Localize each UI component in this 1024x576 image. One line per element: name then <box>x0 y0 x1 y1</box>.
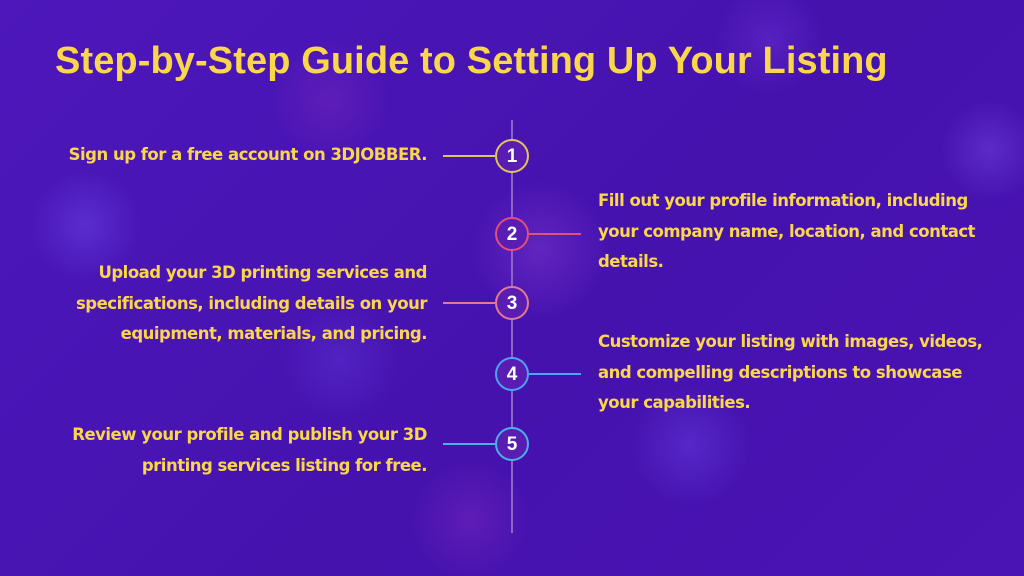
step-4-connector <box>529 373 581 375</box>
step-1-connector <box>443 155 495 157</box>
step-1-line-1: Sign up for a free account on 3DJOBBER. <box>68 145 428 164</box>
step-2-connector <box>529 233 581 235</box>
step-4-marker: 4 <box>495 357 529 391</box>
step-3-connector <box>443 302 495 304</box>
step-1-number: 1 <box>506 145 518 167</box>
step-1-marker: 1 <box>495 139 529 173</box>
step-1-text: Sign up for a free account on 3DJOBBER. <box>68 140 428 171</box>
step-5-number: 5 <box>506 433 518 455</box>
step-5-line-1: Review your profile and publish your 3D <box>72 425 427 444</box>
step-2-number: 2 <box>506 223 518 245</box>
step-4-line-1: Customize your listing with images, vide… <box>598 332 983 351</box>
step-3-line-1: Upload your 3D printing services and <box>98 263 427 282</box>
step-2-marker: 2 <box>495 217 529 251</box>
timeline-axis <box>511 120 513 533</box>
step-2-line-2: your company name, location, and contact <box>598 221 976 241</box>
step-2-line-1: Fill out your profile information, inclu… <box>598 191 968 210</box>
step-5-connector <box>443 443 495 445</box>
step-3-line-2: specifications, including details on you… <box>75 293 428 313</box>
step-4-number: 4 <box>506 363 518 385</box>
step-5-text: Review your profile and publish your 3D … <box>72 420 427 481</box>
step-3-marker: 3 <box>495 286 529 320</box>
step-5-marker: 5 <box>495 427 529 461</box>
step-3-line-3: equipment, materials, and pricing. <box>120 324 428 344</box>
step-2-text: Fill out your profile information, inclu… <box>598 186 976 278</box>
step-4-line-2: and compelling descriptions to showcase <box>598 362 962 382</box>
step-4-text: Customize your listing with images, vide… <box>598 327 983 419</box>
step-3-number: 3 <box>506 292 518 314</box>
step-3-text: Upload your 3D printing services and spe… <box>75 258 428 350</box>
step-2-line-3: details. <box>598 252 664 272</box>
page-title: Step-by-Step Guide to Setting Up Your Li… <box>55 40 888 82</box>
step-4-line-3: your capabilities. <box>598 393 751 413</box>
step-5-line-2: printing services listing for free. <box>141 455 428 475</box>
